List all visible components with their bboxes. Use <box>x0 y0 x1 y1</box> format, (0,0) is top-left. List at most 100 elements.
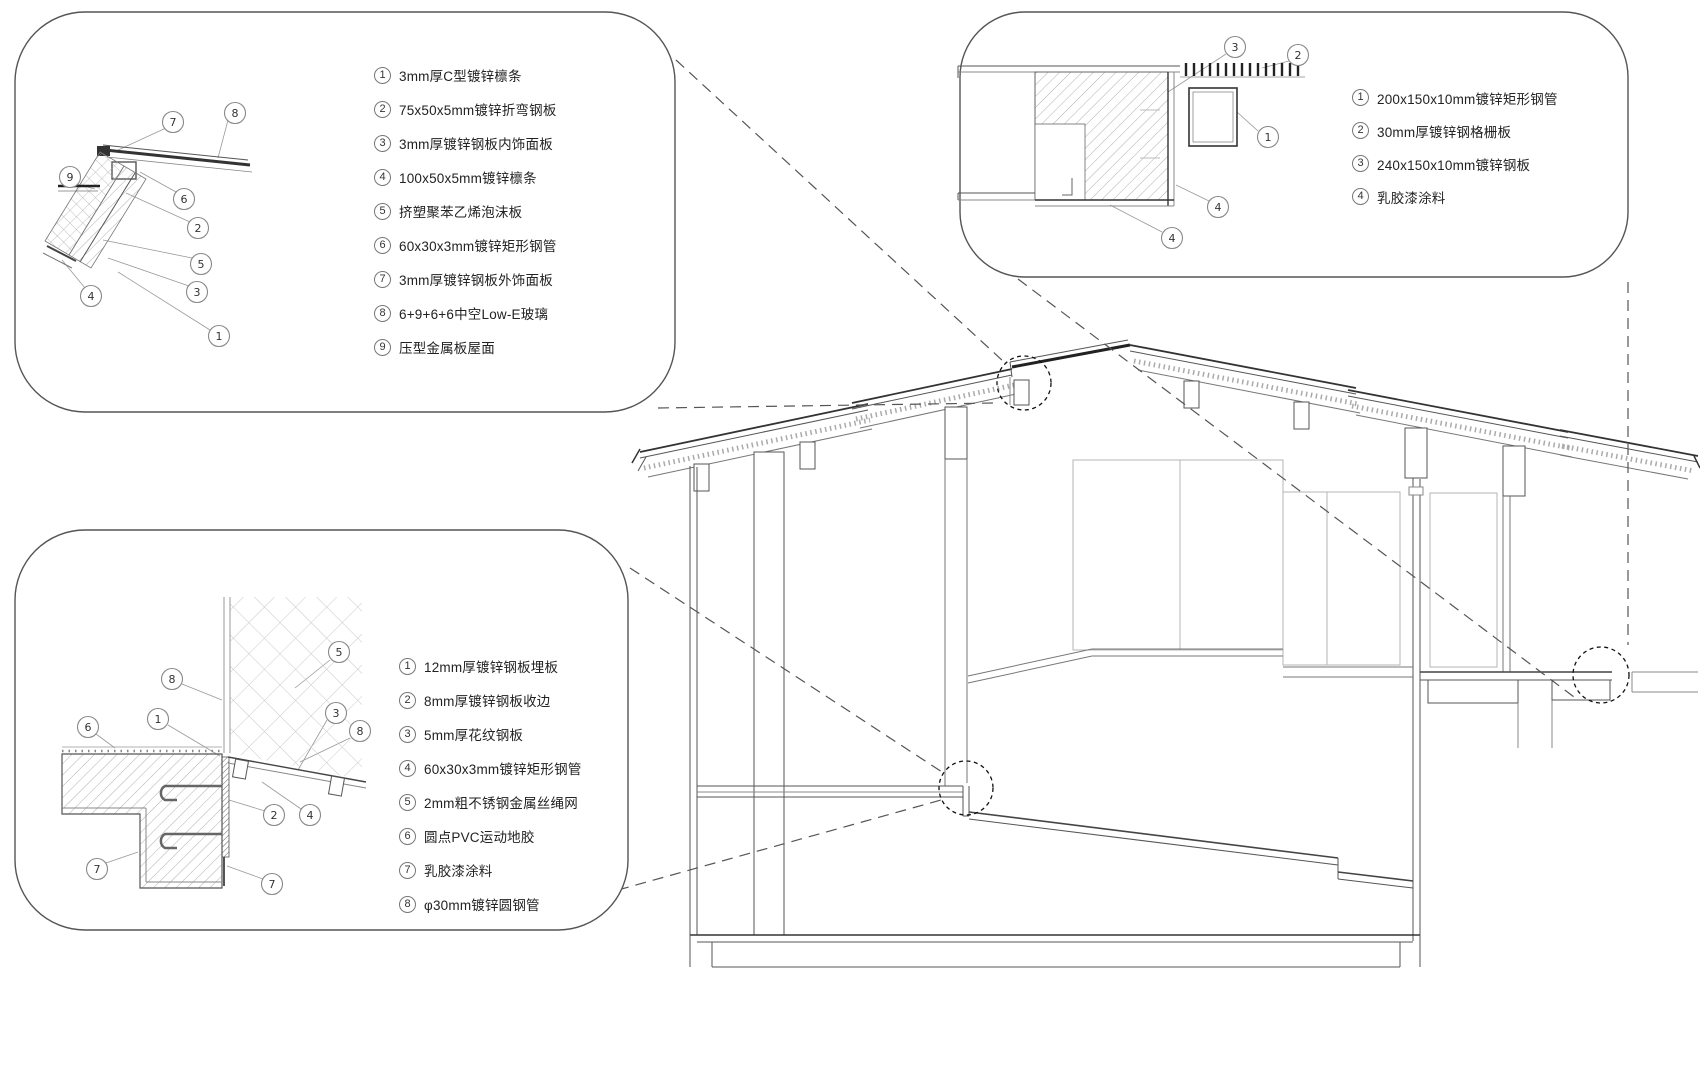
callout-number: 3 <box>194 286 201 299</box>
callout-circle <box>1286 43 1310 67</box>
legend-item-text: 挤塑聚苯乙烯泡沫板 <box>399 205 523 220</box>
legend-top-left: 1 3mm厚C型镀锌檩条 2 75x50x5mm镀锌折弯钢板 3 3mm厚镀锌钢… <box>374 58 557 364</box>
callout-number: 2 <box>195 222 202 235</box>
callout-number: 9 <box>67 171 74 184</box>
callout-circle <box>185 280 209 304</box>
legend-item-text: 30mm厚镀锌钢格栅板 <box>1377 124 1512 140</box>
callout-number: 8 <box>232 107 239 120</box>
callout-circle <box>76 715 100 739</box>
legend-item-text: 75x50x5mm镀锌折弯钢板 <box>399 103 557 118</box>
legend-item-number: 8 <box>374 304 391 322</box>
legend-item-number: 3 <box>374 134 391 152</box>
detail-circle-roof <box>996 355 1052 411</box>
legend-item-text: 8mm厚镀锌钢板收边 <box>424 694 551 709</box>
legend-item: 8 φ30mm镀锌圆钢管 <box>399 887 582 921</box>
legend-item-text: 乳胶漆涂料 <box>424 864 493 879</box>
interior-guard <box>967 648 1413 684</box>
callout-circle <box>327 640 351 664</box>
legend-item-number: 9 <box>374 338 391 356</box>
legend-item-text: 6+9+6+6中空Low-E玻璃 <box>399 307 549 322</box>
callout-number: 7 <box>170 116 177 129</box>
callout-circle <box>223 101 247 125</box>
legend-item: 2 8mm厚镀锌钢板收边 <box>399 683 582 717</box>
legend-item-text: 圆点PVC运动地胶 <box>424 830 535 845</box>
callout-number: 4 <box>1169 232 1176 245</box>
legend-item: 1 200x150x10mm镀锌矩形钢管 <box>1352 81 1558 114</box>
legend-item-number: 1 <box>399 657 416 675</box>
legend-item-number: 3 <box>1352 155 1369 172</box>
callout-number: 8 <box>169 673 176 686</box>
legend-item-number: 7 <box>399 861 416 879</box>
legend-item-text: φ30mm镀锌圆钢管 <box>424 898 540 913</box>
legend-item-text: 200x150x10mm镀锌矩形钢管 <box>1377 91 1558 107</box>
legend-item-text: 压型金属板屋面 <box>399 341 495 356</box>
legend-item: 7 3mm厚镀锌钢板外饰面板 <box>374 262 557 296</box>
legend-item-number: 3 <box>399 725 416 743</box>
legend-item-number: 6 <box>399 827 416 845</box>
legend-item-text: 100x50x5mm镀锌檩条 <box>399 171 537 186</box>
legend-item: 6 60x30x3mm镀锌矩形钢管 <box>374 228 557 262</box>
callout-number: 4 <box>1215 201 1222 214</box>
callout-number: 7 <box>94 863 101 876</box>
legend-item: 3 3mm厚镀锌钢板内饰面板 <box>374 126 557 160</box>
detail-top-left <box>42 119 253 331</box>
legend-item-number: 4 <box>374 168 391 186</box>
detail-circles <box>938 355 1630 816</box>
legend-item: 5 2mm粗不锈钢金属丝绳网 <box>399 785 582 819</box>
callout-circle <box>207 324 231 348</box>
ground-slab <box>689 934 1421 968</box>
callout-number: 6 <box>181 193 188 206</box>
callout-number: 1 <box>1265 131 1272 144</box>
detail-circle-ramp <box>938 760 994 816</box>
legend-item-text: 12mm厚镀锌钢板埋板 <box>424 660 559 675</box>
legend-item-number: 7 <box>374 270 391 288</box>
callout-number: 7 <box>269 878 276 891</box>
legend-item-number: 6 <box>374 236 391 254</box>
callout-number: 4 <box>88 290 95 303</box>
callout-circle <box>146 707 170 731</box>
roof-right-slope <box>1129 344 1700 480</box>
legend-item-number: 4 <box>399 759 416 777</box>
callout-circle <box>324 701 348 725</box>
detail-bottom-left <box>61 597 367 889</box>
callout-circle <box>1223 35 1247 59</box>
legend-item: 5 挤塑聚苯乙烯泡沫板 <box>374 194 557 228</box>
grating-ticks <box>1184 63 1300 76</box>
legend-item-text: 2mm粗不锈钢金属丝绳网 <box>424 796 578 811</box>
main-section <box>631 339 1700 968</box>
callout-number: 6 <box>85 721 92 734</box>
legend-item: 1 3mm厚C型镀锌檩条 <box>374 58 557 92</box>
callout-circle <box>186 216 210 240</box>
callout-number: 3 <box>333 707 340 720</box>
legend-item: 4 100x50x5mm镀锌檩条 <box>374 160 557 194</box>
detail-circle-beam <box>1572 646 1630 704</box>
callout-number: 8 <box>357 725 364 738</box>
callout-number: 4 <box>307 809 314 822</box>
legend-top-right: 1 200x150x10mm镀锌矩形钢管 2 30mm厚镀锌钢格栅板 3 240… <box>1352 81 1558 213</box>
legend-item: 2 75x50x5mm镀锌折弯钢板 <box>374 92 557 126</box>
callout-circle <box>189 252 213 276</box>
legend-item-number: 2 <box>1352 122 1369 139</box>
callout-number: 2 <box>271 809 278 822</box>
legend-item-number: 1 <box>374 66 391 84</box>
legend-item-text: 3mm厚镀锌钢板外饰面板 <box>399 273 553 288</box>
legend-item-text: 60x30x3mm镀锌矩形钢管 <box>424 762 582 777</box>
legend-item: 6 圆点PVC运动地胶 <box>399 819 582 853</box>
callout-circle <box>172 187 196 211</box>
callout-circle <box>1256 125 1280 149</box>
bubble-top-left <box>14 11 676 413</box>
legend-item-text: 5mm厚花纹钢板 <box>424 728 524 743</box>
legend-item-text: 3mm厚C型镀锌檩条 <box>399 69 522 84</box>
legend-item-number: 1 <box>1352 89 1369 106</box>
legend-item: 2 30mm厚镀锌钢格栅板 <box>1352 114 1558 147</box>
callout-circle <box>58 165 82 189</box>
ramp <box>697 785 1414 889</box>
callout-circle <box>1206 195 1230 219</box>
detail-top-right <box>957 53 1305 233</box>
callout-circle <box>348 719 372 743</box>
callout-circle <box>161 110 185 134</box>
legend-item-text: 3mm厚镀锌钢板内饰面板 <box>399 137 553 152</box>
